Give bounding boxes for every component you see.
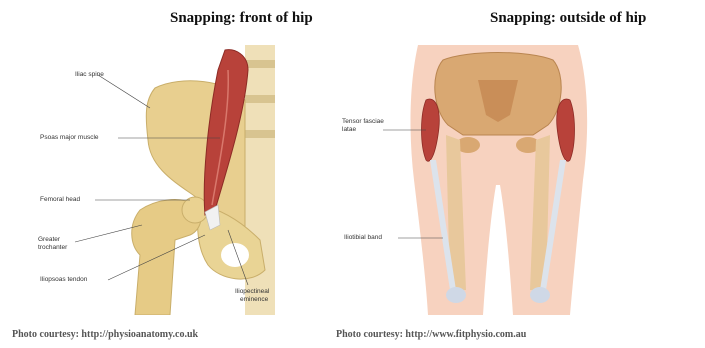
label-iliopectineal-2: eminence — [240, 296, 268, 304]
label-iliac-spine: Iliac spine — [75, 71, 104, 79]
label-iliopsoas-tendon: Iliopsoas tendon — [40, 276, 87, 284]
label-tensor-fasciae-1: Tensor fasciae — [342, 118, 384, 126]
label-femoral-head: Femoral head — [40, 196, 80, 204]
label-greater-trochanter-1: Greater — [38, 236, 60, 244]
left-photo-credit: Photo courtesy: http://physioanatomy.co.… — [12, 329, 198, 340]
label-psoas-major: Psoas major muscle — [40, 134, 99, 142]
label-iliotibial-band: Iliotibial band — [344, 234, 382, 242]
front-hip-illustration: Iliac spine Psoas major muscle Femoral h… — [30, 40, 280, 315]
label-tensor-fasciae-2: latae — [342, 126, 356, 134]
left-panel-title: Snapping: front of hip — [170, 10, 313, 27]
label-greater-trochanter-2: trochanter — [38, 244, 67, 252]
outside-hip-illustration: Tensor fasciae latae Iliotibial band — [338, 40, 608, 315]
right-panel-title: Snapping: outside of hip — [490, 10, 646, 27]
label-iliopectineal-1: Iliopectineal — [235, 288, 269, 296]
hip-anatomy-front-drawing — [30, 40, 280, 315]
right-photo-credit: Photo courtesy: http://www.fitphysio.com… — [336, 329, 526, 340]
hip-anatomy-outside-drawing — [338, 40, 608, 315]
